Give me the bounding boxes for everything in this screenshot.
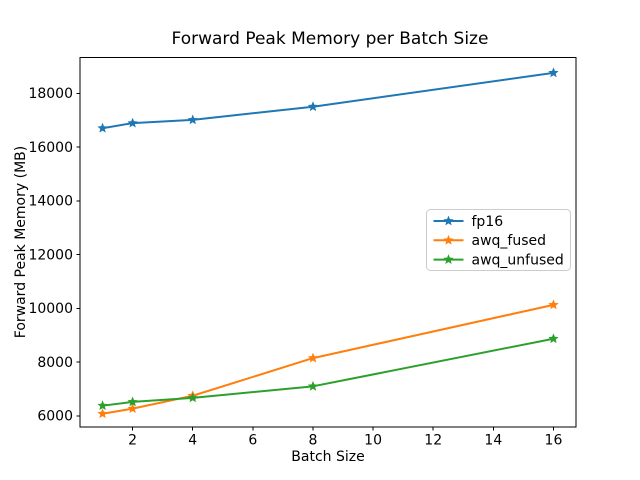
x-tick-label-2: 2 [128, 433, 137, 449]
y-tick-label-14000: 14000 [28, 194, 73, 210]
y-tick-label-12000: 12000 [28, 247, 73, 263]
marker-fp16-x8 [307, 101, 319, 112]
legend-marker-awq_unfused [443, 254, 454, 264]
marker-fp16-x2 [127, 117, 138, 128]
x-tick-label-10: 10 [364, 433, 382, 449]
series-line-awq_unfused [102, 337, 554, 407]
marker-awq_unfused-x16 [548, 333, 559, 344]
y-tick-label-6000: 6000 [37, 409, 73, 425]
chart-title: Forward Peak Memory per Batch Size [172, 29, 489, 49]
y-tick-label-18000: 18000 [28, 86, 73, 102]
legend-box [426, 209, 571, 271]
marker-awq_unfused-x8 [307, 380, 319, 391]
legend-entry-awq_fused: awq_fused [433, 233, 547, 249]
marker-fp16-x4 [187, 114, 198, 125]
legend-marker-awq_fused [443, 234, 454, 245]
legend-marker-fp16 [443, 215, 454, 226]
marker-awq_unfused-x4 [187, 392, 198, 403]
series-fp16 [97, 67, 559, 133]
series-line-fp16 [102, 71, 554, 130]
legend-label-awq_fused: awq_fused [472, 233, 547, 249]
x-tick-label-14: 14 [484, 433, 502, 449]
marker-fp16-x1 [97, 122, 108, 133]
x-tick-label-8: 8 [309, 433, 318, 449]
x-tick-label-6: 6 [248, 433, 257, 449]
plot-area: 6000 8000 10000 12000 14000 16000 18000 2 4 6 8 10 1… [28, 57, 577, 449]
x-tick-label-4: 4 [188, 433, 197, 449]
series-line-awq_fused [102, 303, 554, 415]
series-awq_unfused [97, 333, 559, 411]
marker-awq_unfused-x1 [97, 400, 108, 411]
legend-entry-awq_unfused: awq_unfused [433, 252, 564, 268]
marker-awq_fused-x1 [97, 408, 108, 419]
y-axis-label: Forward Peak Memory (MB) [13, 146, 29, 338]
x-tick-label-16: 16 [545, 433, 563, 449]
marker-fp16-x16 [548, 67, 559, 78]
axes-spines [79, 57, 577, 428]
marker-awq_unfused-x2 [127, 396, 138, 407]
y-tick-label-8000: 8000 [37, 355, 73, 371]
marker-awq_fused-x16 [548, 299, 559, 310]
legend-entry-fp16: fp16 [433, 214, 504, 230]
y-tick-label-16000: 16000 [28, 140, 73, 156]
y-tick-label-10000: 10000 [28, 301, 73, 317]
marker-awq_fused-x2 [127, 403, 138, 414]
legend-label-awq_unfused: awq_unfused [472, 252, 564, 268]
legend-label-fp16: fp16 [472, 214, 504, 230]
x-tick-label-12: 12 [424, 433, 442, 449]
legend: fp16 awq_fused awq_unfused [426, 209, 571, 271]
marker-awq_fused-x8 [307, 352, 319, 363]
x-axis-label: Batch Size [291, 449, 364, 465]
